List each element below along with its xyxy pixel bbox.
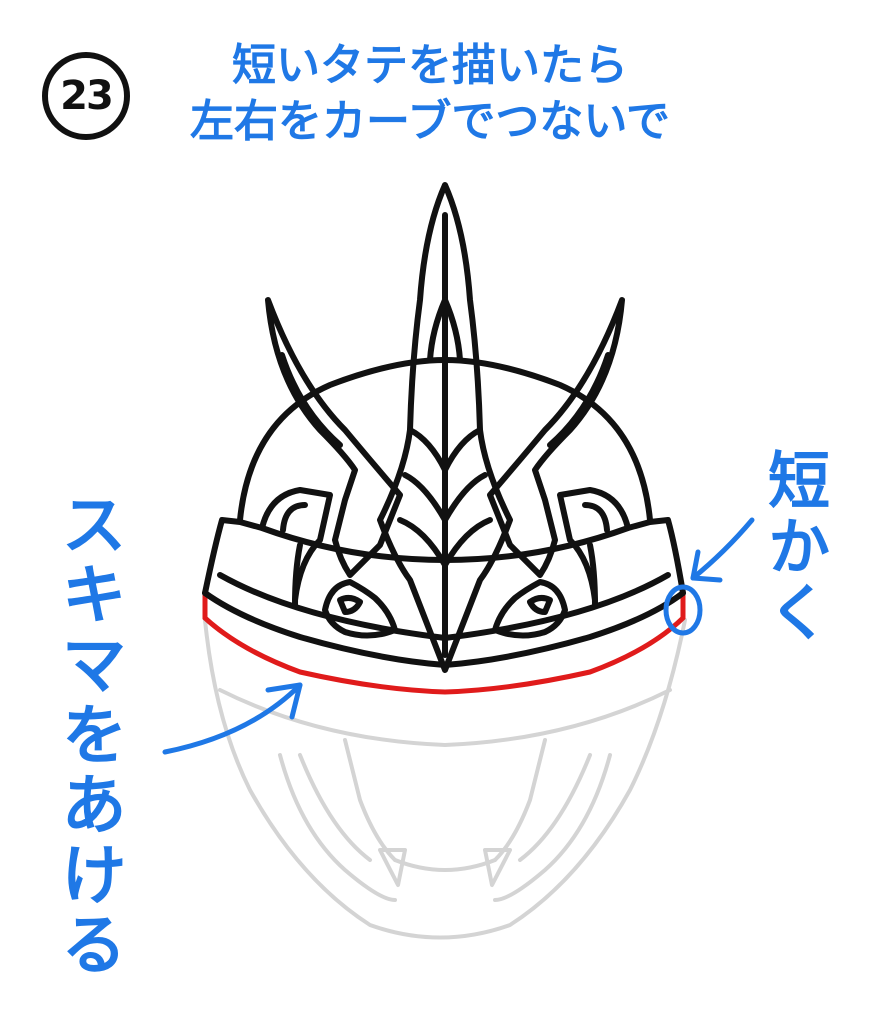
gap-annotation: スキマをあける [50, 490, 127, 980]
gap-arrow-icon [162, 682, 303, 755]
helmet-top [202, 182, 686, 673]
instruction-title-line1: 短いタテを描いたら [232, 40, 628, 91]
callout-marks [162, 517, 755, 755]
lower-helmet-guide [203, 618, 687, 940]
short-arrow-icon [690, 517, 755, 581]
short-annotation: 短かく [757, 448, 830, 646]
instruction-title: 短いタテを描いたら 左右をカーブでつないで [170, 38, 690, 150]
step-number: 23 [60, 73, 114, 119]
step-circle-icon [42, 52, 130, 140]
instruction-title-line2: 左右をカーブでつないで [189, 96, 671, 147]
step-number-badge: 23 [40, 50, 132, 142]
short-segment-circle-icon [663, 584, 703, 636]
gap-highlight-lines [202, 590, 686, 695]
